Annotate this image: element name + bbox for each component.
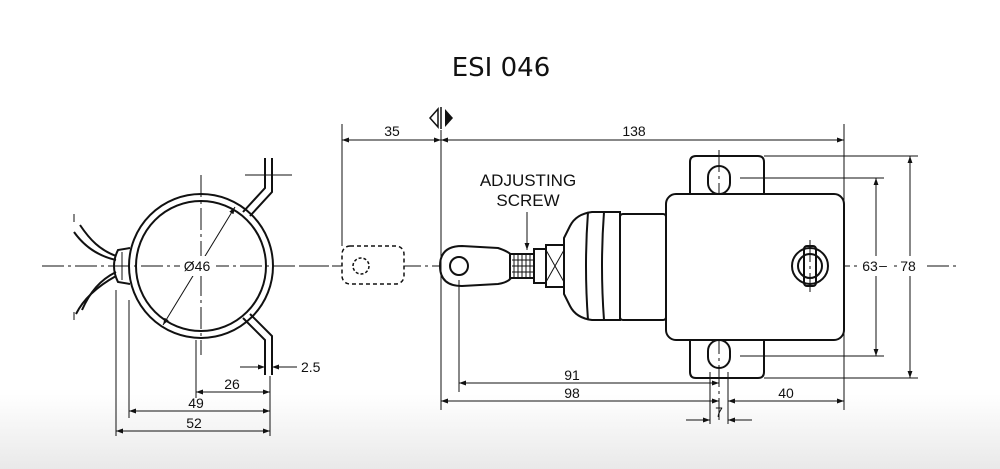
dim-98-label: 98 xyxy=(564,385,580,401)
dim-63-label-bg xyxy=(859,256,893,276)
diameter-label: Ø46 xyxy=(184,258,211,274)
stroke-direction-symbol xyxy=(428,107,453,129)
dim-26-label: 26 xyxy=(224,376,240,392)
side-view: ADJUSTING SCREW 35 138 63 – 78 xyxy=(300,107,960,424)
plunger-hole-ghost xyxy=(352,257,370,275)
dim-52-label: 52 xyxy=(186,415,202,431)
dim-78-label: 78 xyxy=(900,258,916,274)
wire-upper-2 xyxy=(73,231,117,261)
plunger-eye-extended-ghost xyxy=(341,245,405,285)
nut-cross-b xyxy=(545,249,565,283)
boot-rib-1 xyxy=(585,211,589,321)
wire-grommet xyxy=(113,247,131,285)
solenoid-body-inner-circle xyxy=(135,200,267,332)
dim-138-label: 138 xyxy=(622,123,646,139)
label-screw: SCREW xyxy=(496,191,559,210)
dim-63-label: 63 xyxy=(862,258,878,274)
bracket-top-arm xyxy=(242,158,266,213)
wire-upper-1 xyxy=(79,224,117,257)
dim-dash-separator: – xyxy=(879,257,887,273)
solenoid-body-outer-circle xyxy=(128,193,274,339)
bracket-bottom-arm-inner xyxy=(249,313,273,375)
adjusting-screw-thread xyxy=(512,254,534,278)
rubber-boot xyxy=(563,211,621,321)
wire-lower-1 xyxy=(81,271,117,311)
body-collar xyxy=(619,213,667,321)
dim-49-label: 49 xyxy=(188,395,204,411)
bracket-bottom-arm xyxy=(242,317,266,375)
label-adjusting: ADJUSTING xyxy=(480,171,576,190)
dim-78-label-bg xyxy=(897,256,923,276)
dim-35-label: 35 xyxy=(384,123,400,139)
plunger-hole xyxy=(449,256,469,276)
diameter-label-bg xyxy=(180,256,216,276)
dim-40-label: 40 xyxy=(778,385,794,401)
diagram-title: ESI 046 xyxy=(452,53,551,83)
dim-91-label: 91 xyxy=(564,367,580,383)
bracket-top-arm-inner xyxy=(249,158,273,217)
dim-7-label: 7 xyxy=(715,404,723,420)
solenoid-body xyxy=(665,193,845,341)
end-view: Ø46 2.5 26 49 52 xyxy=(42,158,340,436)
wire-lower-2 xyxy=(75,275,117,315)
boot-rib-2 xyxy=(601,211,605,321)
dim-2-5-label: 2.5 xyxy=(301,359,321,375)
lock-nut xyxy=(533,248,547,284)
